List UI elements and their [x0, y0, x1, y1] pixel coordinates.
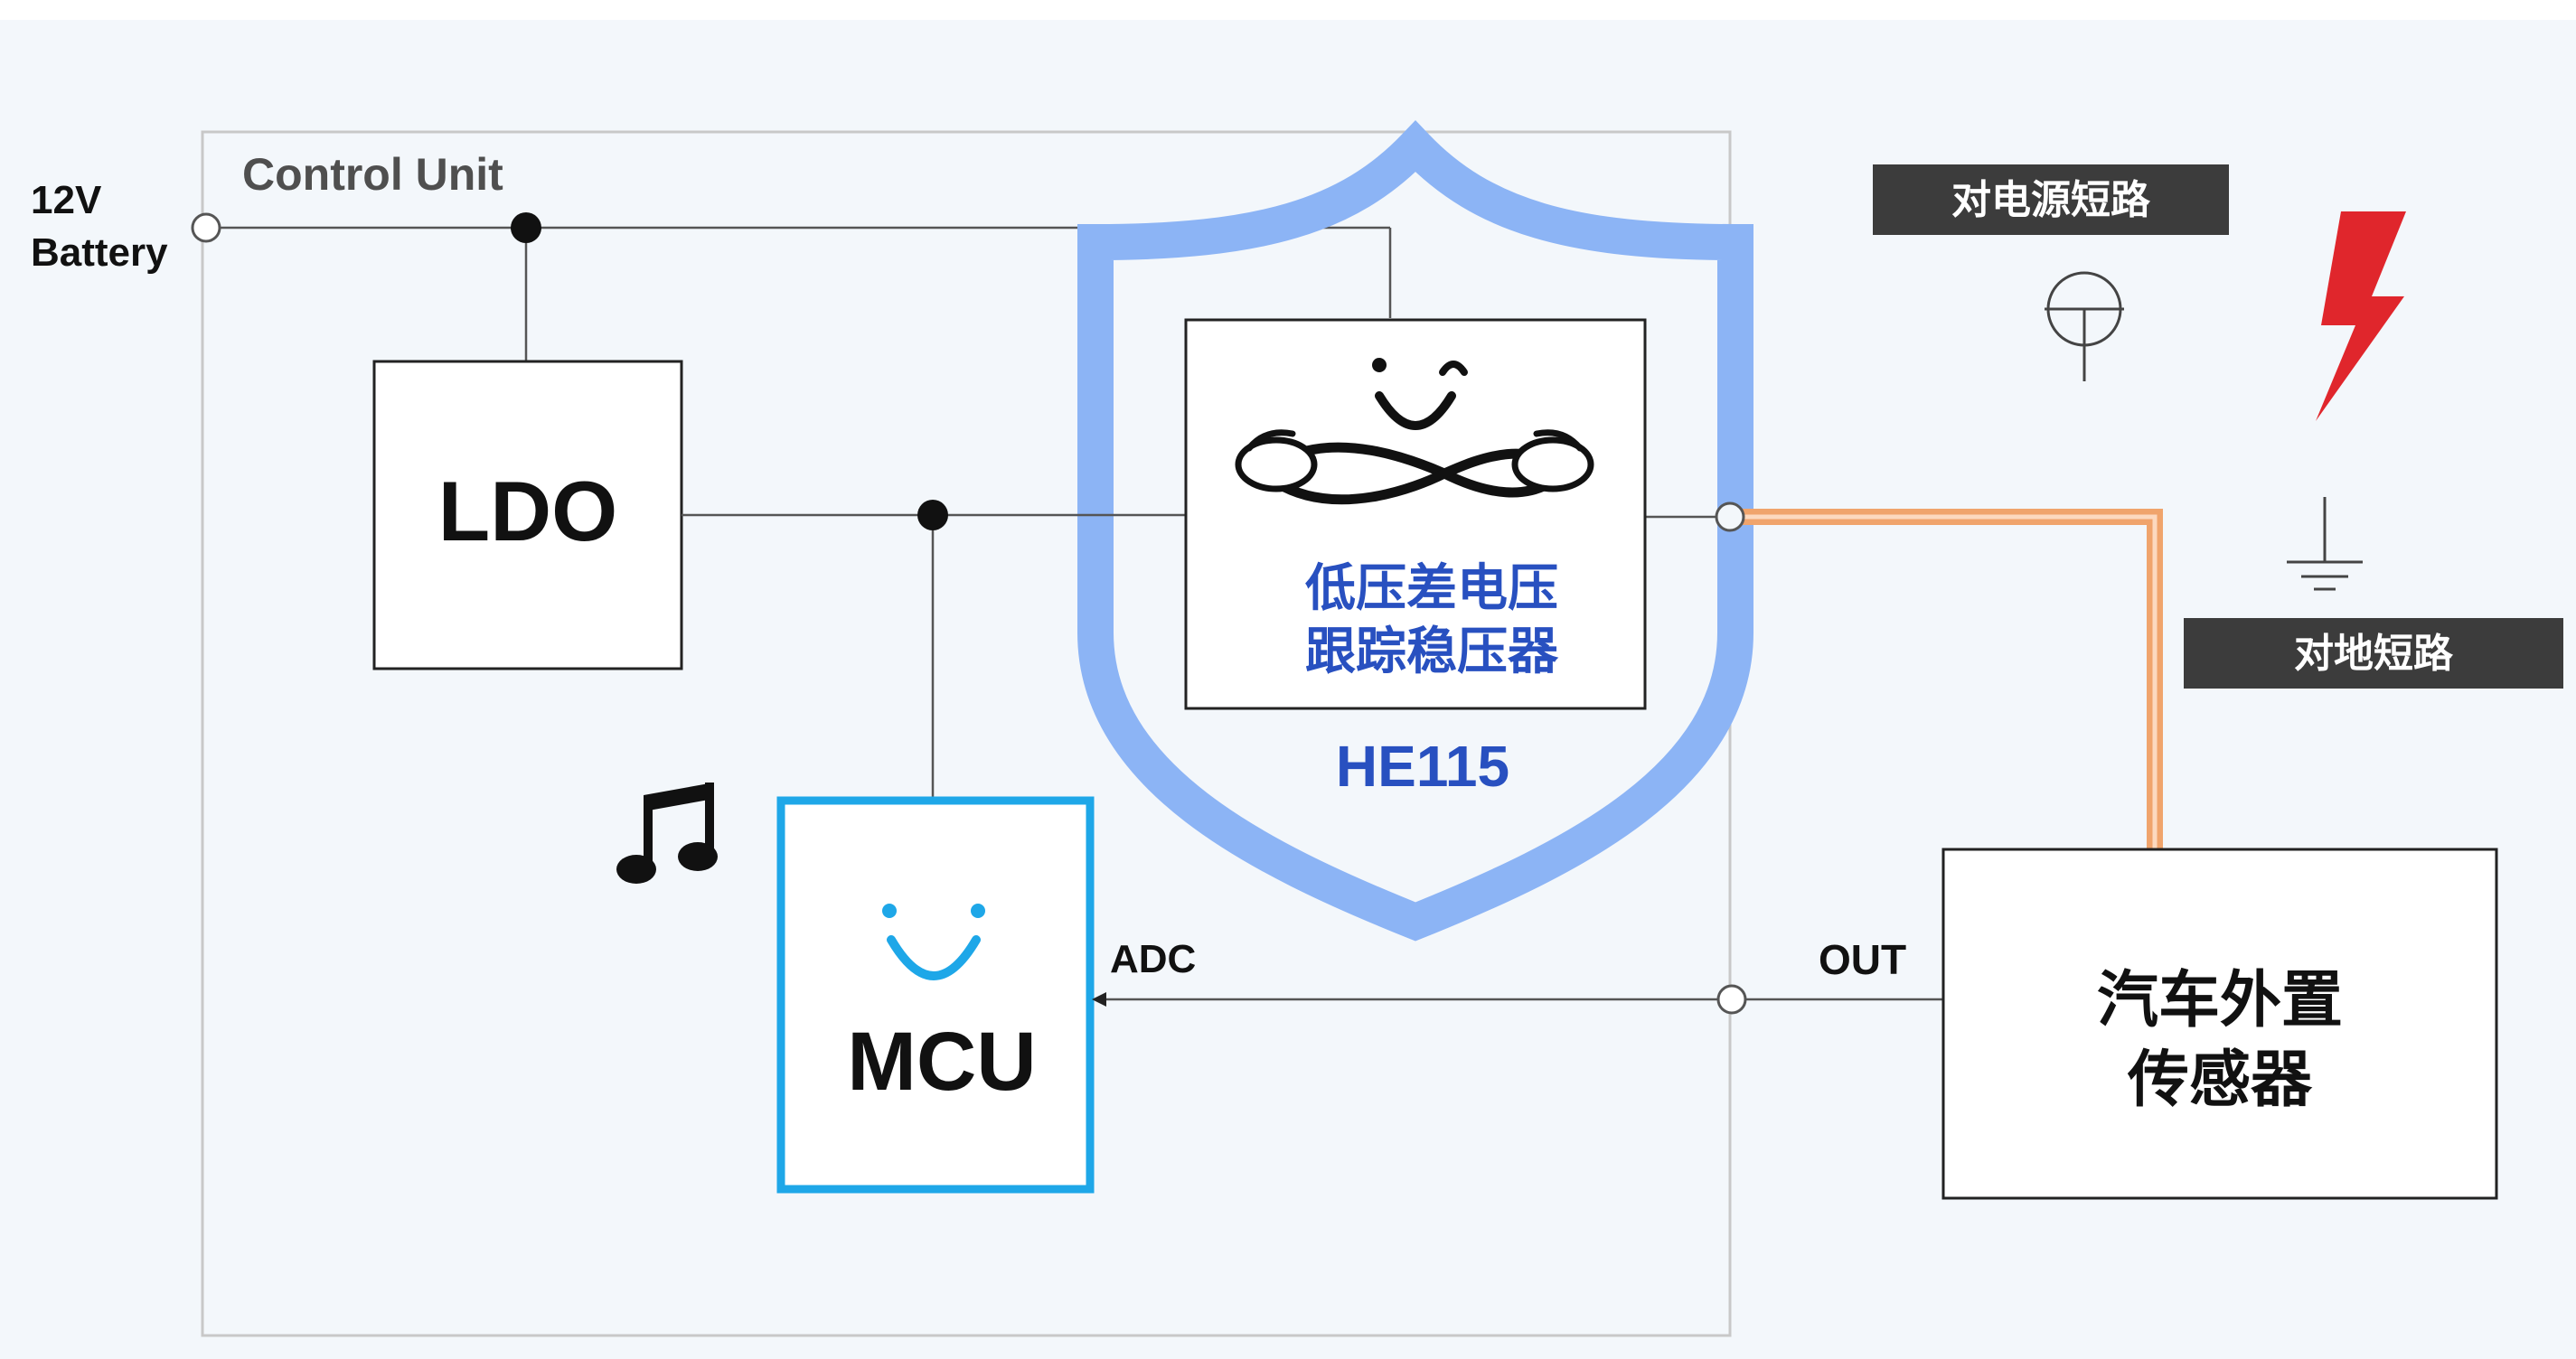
ldo-label: LDO [438, 464, 617, 558]
out-label: OUT [1819, 936, 1906, 983]
mcu-label: MCU [847, 1016, 1037, 1108]
shield-icon [1077, 119, 1753, 942]
short-to-ground-badge [2184, 618, 2563, 689]
regulator-part-number: HE115 [1336, 734, 1509, 799]
mcu-box [776, 796, 1095, 1194]
sensor-box [1941, 848, 2498, 1200]
battery-name-label: Battery [31, 230, 168, 275]
regulator-box [1184, 318, 1647, 710]
sensor-title-line2: 传感器 [2127, 1045, 2313, 1116]
supply-junction-dot [511, 212, 541, 243]
ldo-junction-dot [917, 500, 948, 530]
regulator-title-line2: 跟踪稳压器 [1305, 623, 1559, 681]
short-to-supply-badge [1873, 164, 2229, 235]
smile-face-icon [882, 904, 985, 980]
short-to-ground-label: 对地短路 [2294, 631, 2454, 677]
ldo-box [372, 360, 683, 670]
ground-icon [2287, 497, 2363, 591]
battery-terminal [191, 212, 221, 243]
regulator-title-line1: 低压差电压 [1305, 559, 1558, 618]
regulator-output-terminal [1715, 501, 1745, 532]
control-unit-label: Control Unit [242, 149, 503, 200]
adc-label: ADC [1110, 937, 1196, 981]
battery-voltage-label: 12V [31, 178, 102, 222]
lightning-icon [2316, 211, 2406, 421]
sensor-title-line1: 汽车外置 [2097, 965, 2343, 1036]
hug-mascot-icon [1235, 358, 1594, 505]
sensor-input-terminal [1716, 984, 1747, 1015]
short-to-supply-label: 对电源短路 [1951, 177, 2151, 223]
music-note-icon [616, 783, 718, 884]
adc-arrow-icon [1092, 992, 1106, 1007]
supply-symbol-icon [2045, 271, 2124, 381]
